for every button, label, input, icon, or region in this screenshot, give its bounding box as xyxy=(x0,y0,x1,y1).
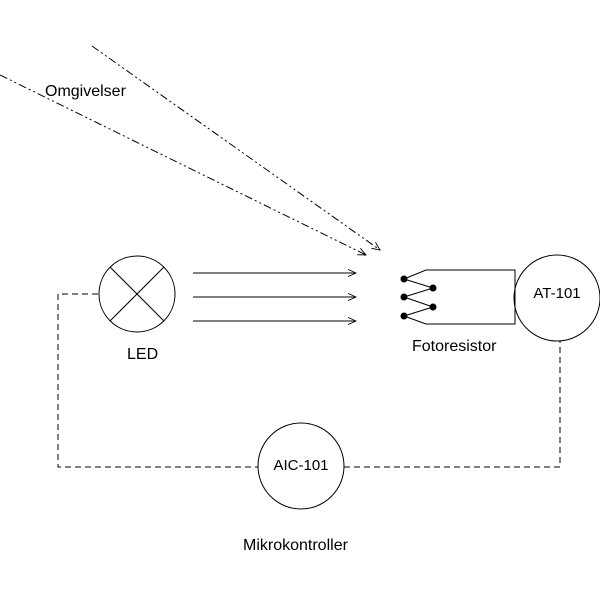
signal-lines xyxy=(57,293,561,468)
aic-101-instrument xyxy=(257,422,345,510)
led-symbol xyxy=(98,255,176,333)
ambient-label: Omgivelser xyxy=(45,83,127,100)
microcontroller-label: Mikrokontroller xyxy=(243,537,349,554)
led-label: LED xyxy=(127,346,158,363)
photoresistor-label: Fotoresistor xyxy=(412,338,497,355)
at-101-tag: AT-101 xyxy=(533,285,580,302)
led-light-arrows xyxy=(193,273,356,321)
aic-101-tag: AIC-101 xyxy=(273,457,328,474)
photoresistor-symbol xyxy=(400,269,516,325)
ambient-light-rays xyxy=(0,45,380,255)
at-101-instrument xyxy=(513,254,600,342)
